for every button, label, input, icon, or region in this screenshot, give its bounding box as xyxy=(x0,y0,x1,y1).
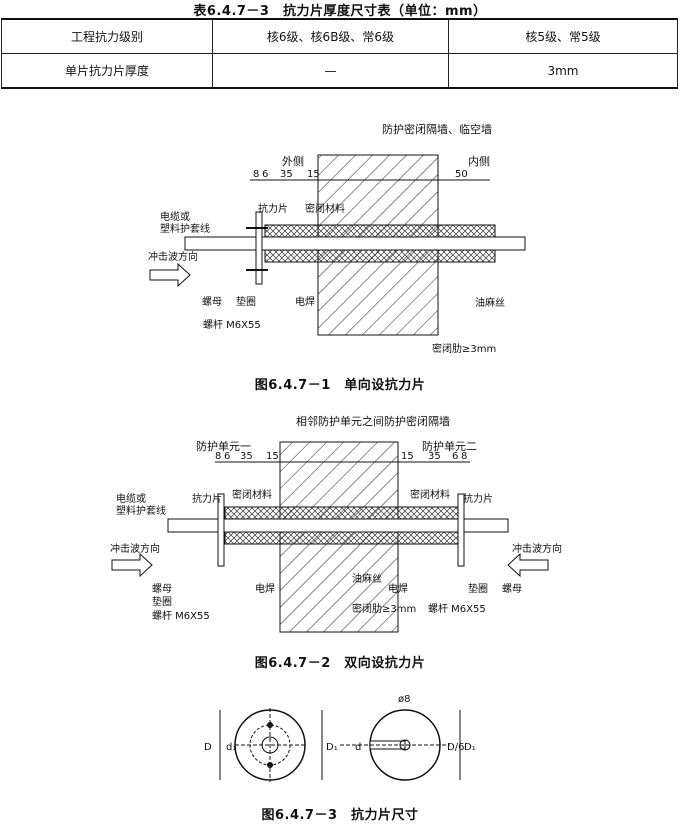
label-unit1: 防护单元一 xyxy=(196,439,251,453)
label-weld: 电焊 xyxy=(255,582,275,595)
label-weld-right: 电焊 xyxy=(388,582,408,595)
label-shock-right: 冲击波方向 xyxy=(512,542,562,555)
label-shock: 冲击波方向 xyxy=(148,250,198,263)
label-nut: 螺母 xyxy=(152,583,172,595)
dim-15: 15 xyxy=(266,451,279,462)
dim-35: 35 xyxy=(280,169,293,180)
label-phi8: ø8 xyxy=(398,694,410,705)
figure-double-resist-plate: 相邻防护单元之间防护密闭隔墙 防护单元一 防护单元二 8 6 35 15 15 … xyxy=(110,414,562,633)
dim-35b: 35 xyxy=(428,451,441,462)
label-D: D xyxy=(204,742,212,753)
figure-plate-dimensions: ø8 D d₁ D₁ d D/6 D₁ xyxy=(204,694,476,782)
resist-plate-left xyxy=(217,493,225,567)
label-inside: 内侧 xyxy=(468,154,490,168)
label-cable: 电缆或 xyxy=(116,492,146,505)
label-weld: 电焊 xyxy=(295,295,315,308)
bolt-hole xyxy=(267,722,273,728)
dim-6b: 6 xyxy=(452,451,458,462)
label-seal-material-right: 密闭材料 xyxy=(410,488,450,501)
label-cable2: 塑料护套线 xyxy=(116,504,166,517)
label-D1: D₁ xyxy=(326,742,338,753)
cable xyxy=(167,518,509,533)
dim-15b: 15 xyxy=(401,451,414,462)
label-rib: 密闭肋≥3mm xyxy=(432,342,496,355)
label-wall: 防护密闭隔墙、临空墙 xyxy=(382,122,492,136)
label-bolt-right: 螺杆 M6X55 xyxy=(428,603,486,615)
dim-50: 50 xyxy=(455,169,468,180)
label-hemp: 油麻丝 xyxy=(475,296,505,309)
label-rib: 密闭肋≥3mm xyxy=(352,602,416,615)
shock-arrow-left xyxy=(111,552,153,578)
label-cable2: 塑料护套线 xyxy=(160,222,210,235)
dim-8: 8 xyxy=(253,169,259,180)
label-bolt: 螺杆 M6X55 xyxy=(152,610,210,622)
table-cell: 3mm xyxy=(448,53,678,89)
label-resist-plate: 抗力片 xyxy=(258,202,288,215)
label-resist-plate-right: 抗力片 xyxy=(463,492,493,505)
dim-8b: 8 xyxy=(461,451,467,462)
dim-8: 8 xyxy=(215,451,221,462)
shock-arrow xyxy=(149,262,191,288)
table-title: 表6.4.7－3 抗力片厚度尺寸表（单位：mm） xyxy=(193,4,487,19)
label-shock-left: 冲击波方向 xyxy=(110,542,160,555)
shock-arrow-right xyxy=(507,552,549,578)
label-nut-right: 螺母 xyxy=(502,583,522,595)
label-outside: 外侧 xyxy=(282,155,304,168)
figure-3-caption: 图6.4.7－3 抗力片尺寸 xyxy=(261,808,419,823)
label-nut: 螺母 xyxy=(202,296,222,308)
table-row: 单片抗力片厚度 — 3mm xyxy=(1,53,678,89)
label-seal-material: 密闭材料 xyxy=(232,488,272,501)
dim-6: 6 xyxy=(262,169,268,180)
dim-35: 35 xyxy=(240,451,253,462)
table-cell: — xyxy=(212,53,449,89)
cable xyxy=(184,236,526,251)
label-resist-plate: 抗力片 xyxy=(192,492,222,505)
label-seal-material: 密闭材料 xyxy=(305,202,345,215)
label-d1: d₁ xyxy=(226,742,236,753)
label-washer: 垫圈 xyxy=(236,295,256,308)
label-bolt: 螺杆 M6X55 xyxy=(203,319,261,331)
label-washer: 垫圈 xyxy=(152,595,172,608)
table-cell: 核5级、常5级 xyxy=(448,18,678,54)
label-washer-right: 垫圈 xyxy=(468,582,488,595)
figure-2-caption: 图6.4.7－2 双向设抗力片 xyxy=(254,656,426,671)
label-d: d xyxy=(355,742,361,753)
seal-layer-top xyxy=(264,224,496,238)
resist-plate-right xyxy=(457,493,465,567)
figure-single-resist-plate: 防护密闭隔墙、临空墙 外侧 内侧 8 6 35 15 50 抗力片 密闭材料 电… xyxy=(148,122,526,355)
thickness-table: 工程抗力级别 核6级、核6B级、常6级 核5级、常5级 单片抗力片厚度 — 3m… xyxy=(1,18,678,89)
label-D1-right: D₁ xyxy=(464,742,476,753)
table-row: 工程抗力级别 核6级、核6B级、常6级 核5级、常5级 xyxy=(1,18,678,54)
table-cell: 工程抗力级别 xyxy=(1,18,213,54)
label-wall: 相邻防护单元之间防护密闭隔墙 xyxy=(296,414,450,428)
resist-plate xyxy=(255,211,263,285)
dim-15: 15 xyxy=(307,169,320,180)
seal-layer-bottom xyxy=(224,531,461,545)
label-hemp: 油麻丝 xyxy=(352,572,382,585)
label-unit2: 防护单元二 xyxy=(422,439,477,453)
dim-6: 6 xyxy=(224,451,230,462)
label-cable: 电缆或 xyxy=(160,210,190,223)
label-D6: D/6 xyxy=(447,742,464,753)
table-cell: 单片抗力片厚度 xyxy=(1,53,213,89)
figure-1-caption: 图6.4.7－1 单向设抗力片 xyxy=(254,378,426,393)
seal-layer-bottom xyxy=(264,249,496,263)
seal-layer-top xyxy=(224,506,461,520)
table-cell: 核6级、核6B级、常6级 xyxy=(212,18,449,54)
